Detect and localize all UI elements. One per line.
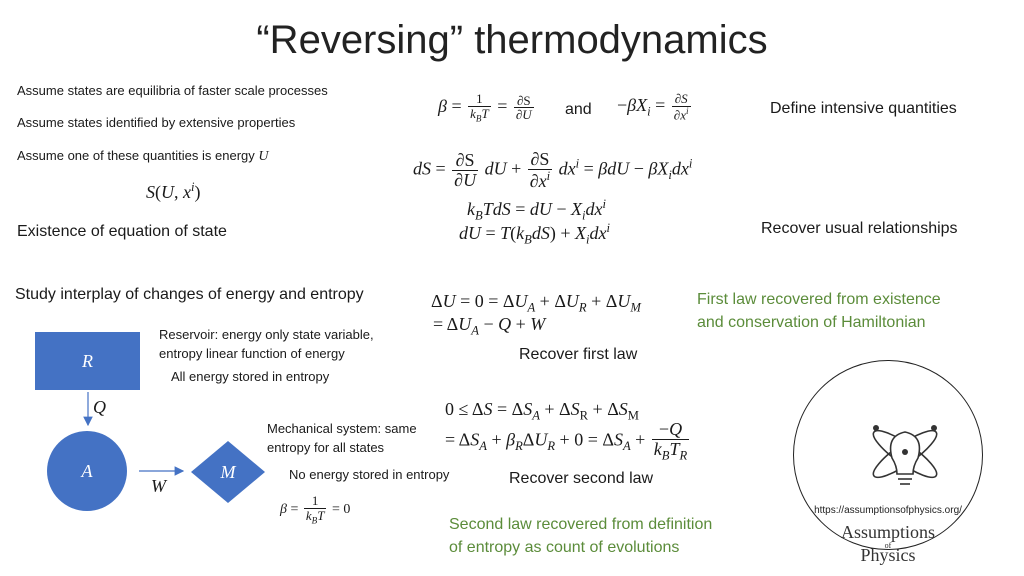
reservoir-label-line1: Reservoir: energy only state variable,: [159, 327, 374, 342]
energy-relation-equation: kBTdS = dU − Xidxi: [467, 197, 607, 223]
entropy-differential-equation: dS = ∂S∂U dU + ∂S∂xi dxi = βdU − βXidxi: [413, 149, 693, 191]
reservoir-label-line2: entropy linear function of energy: [159, 346, 345, 361]
energy-differential-equation: dU = T(kBdS) + Xidxi: [459, 221, 611, 247]
equation-of-state-label: Existence of equation of state: [17, 223, 227, 240]
mechanical-label-line2: entropy for all states: [267, 440, 385, 455]
assumption-equilibria: Assume states are equilibria of faster s…: [17, 83, 328, 98]
study-label: Study interplay of changes of energy and…: [15, 286, 364, 303]
force-definition-equation: −βXi = ∂S∂xi: [617, 91, 691, 122]
recover-usual-label: Recover usual relationships: [761, 220, 958, 237]
logo-of: of: [884, 541, 892, 550]
assumption-extensive: Assume states identified by extensive pr…: [17, 115, 296, 130]
second-law-note-line1: Second law recovered from definition: [449, 516, 713, 533]
state-function-equation: S(U, xi): [146, 180, 201, 202]
first-law-note-line2: and conservation of Hamiltonian: [697, 314, 926, 331]
first-law-equation-line2: = ΔUA − Q + W: [433, 314, 546, 338]
first-law-note-line1: First law recovered from existence: [697, 291, 941, 308]
logo-line2: Physics: [860, 545, 916, 565]
assumption-energy-text: Assume one of these quantities is energy: [17, 148, 259, 163]
work-label: W: [151, 476, 166, 496]
no-energy-label: No energy stored in entropy: [289, 467, 450, 482]
second-law-note-line2: of entropy as count of evolutions: [449, 539, 680, 556]
recover-first-label: Recover first law: [519, 346, 638, 363]
logo-url: https://assumptionsofphysics.org/: [814, 505, 962, 516]
recover-second-label: Recover second law: [509, 470, 654, 487]
mechanical-node-label: M: [220, 461, 236, 482]
logo-circle: [793, 360, 983, 550]
mechanical-label-line1: Mechanical system: same: [267, 421, 417, 436]
assumption-energy: Assume one of these quantities is energy…: [17, 148, 269, 165]
second-law-equation-line1: 0 ≤ ΔS = ΔSA + ΔSR + ΔSM: [445, 399, 639, 423]
energy-symbol: U: [258, 149, 269, 164]
atom-bulb-icon: [872, 425, 938, 485]
mechanical-node: [191, 441, 265, 503]
slide-title: “Reversing” thermodynamics: [256, 18, 768, 62]
first-law-equation-line1: ΔU = 0 = ΔUA + ΔUR + ΔUM: [431, 291, 641, 315]
define-intensive-label: Define intensive quantities: [770, 100, 957, 117]
logo-line1: Assumptions: [840, 522, 936, 542]
heat-label: Q: [93, 397, 106, 417]
all-energy-label: All energy stored in entropy: [171, 369, 330, 384]
reservoir-node: R: [35, 332, 140, 390]
and-label: and: [565, 101, 592, 118]
system-node: A: [47, 431, 127, 511]
